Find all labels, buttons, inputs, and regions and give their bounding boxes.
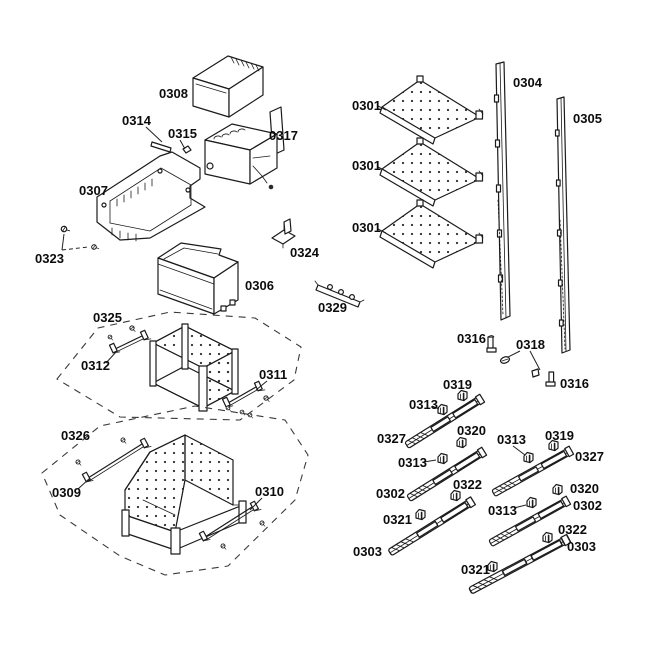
part-label-0321-left: 0321 <box>383 512 412 527</box>
part-0322-clip-left <box>450 489 461 502</box>
part-label-0329: 0329 <box>318 300 347 315</box>
part-label-0324: 0324 <box>290 245 320 260</box>
part-0301-shelf-3 <box>379 199 484 269</box>
part-label-0327-left: 0327 <box>377 431 406 446</box>
part-label-0320-right: 0320 <box>570 481 599 496</box>
part-label-0322-left: 0322 <box>453 477 482 492</box>
part-label-0326: 0326 <box>61 428 90 443</box>
part-0310-rail <box>198 405 266 550</box>
part-label-0319-right: 0319 <box>545 428 574 443</box>
part-label-0302-right: 0302 <box>573 498 602 513</box>
part-0313-clip-right-1 <box>523 451 534 464</box>
part-0301-shelf-2 <box>379 137 484 207</box>
part-label-0325: 0325 <box>93 310 122 325</box>
part-label-0311: 0311 <box>259 367 287 382</box>
part-label-0305: 0305 <box>573 111 602 126</box>
part-label-0303-left: 0303 <box>353 544 382 559</box>
part-0313-clip-right-2 <box>526 496 537 509</box>
part-0324-bracket <box>271 218 296 249</box>
part-0308-cover <box>192 55 264 118</box>
part-label-0323: 0323 <box>35 251 64 266</box>
part-0329-bar <box>314 280 365 308</box>
part-0322-clip-right <box>542 531 553 544</box>
group-0326-outline <box>41 405 309 576</box>
part-0311-rail <box>221 379 270 416</box>
icemaker-plug <box>268 184 274 190</box>
part-0316-bracket-a <box>486 335 497 353</box>
part-label-0318: 0318 <box>516 337 545 352</box>
part-labels: 0308 0314 0315 0317 0307 0323 0324 0306 … <box>35 75 604 577</box>
cover-hatch <box>230 56 260 72</box>
part-upper-basket <box>149 323 239 412</box>
part-label-0303-right: 0303 <box>567 539 596 554</box>
part-0317-icemaker <box>204 106 285 190</box>
part-0305-rail <box>554 96 571 354</box>
leader-lines <box>145 126 186 150</box>
part-0306-bin <box>157 242 239 315</box>
part-0323-screws <box>59 224 100 252</box>
part-label-0304: 0304 <box>513 75 543 90</box>
part-label-0301-3: 0301 <box>352 220 381 235</box>
part-lower-basket <box>121 434 247 555</box>
part-0307-frame <box>96 151 206 242</box>
part-0301-shelf-1 <box>379 75 484 145</box>
part-label-0302-left: 0302 <box>376 486 405 501</box>
part-label-0317: 0317 <box>269 128 298 143</box>
part-label-0320-left: 0320 <box>457 423 486 438</box>
part-label-0312: 0312 <box>81 358 110 373</box>
frame-hatch <box>111 178 153 242</box>
part-0320-clip-right <box>552 483 563 496</box>
part-0315-clip <box>182 145 192 154</box>
part-label-0314: 0314 <box>122 113 152 128</box>
part-label-0315: 0315 <box>168 126 197 141</box>
part-label-0322-right: 0322 <box>558 522 587 537</box>
part-0313-clip-left-2 <box>437 452 448 465</box>
part-0320-clip-left <box>456 436 467 449</box>
part-0313-clip-left-1 <box>437 403 448 416</box>
part-label-0308: 0308 <box>159 86 188 101</box>
part-0304-rail <box>493 61 511 321</box>
group-0325-outline <box>56 311 302 421</box>
part-0309-rail <box>75 436 152 490</box>
part-label-0306: 0306 <box>245 278 274 293</box>
part-0318-grommet <box>499 356 511 364</box>
part-label-0316-b: 0316 <box>560 376 589 391</box>
part-label-0319-left: 0319 <box>443 377 472 392</box>
part-0321-clip-left <box>415 508 426 521</box>
icemaker-wire <box>252 165 268 184</box>
part-label-0307: 0307 <box>79 183 108 198</box>
part-label-0313-right-2: 0313 <box>488 503 517 518</box>
part-label-0313-left-1: 0313 <box>409 397 438 412</box>
part-0312-rail <box>105 325 152 364</box>
part-label-0327-right: 0327 <box>575 449 604 464</box>
part-0314-strip <box>150 141 172 153</box>
part-label-0301-2: 0301 <box>352 158 381 173</box>
part-0316-bracket-b <box>531 368 556 387</box>
part-label-0313-left-2: 0313 <box>398 455 427 470</box>
part-label-0301-1: 0301 <box>352 98 381 113</box>
part-label-0309: 0309 <box>52 485 81 500</box>
part-label-0310: 0310 <box>255 484 284 499</box>
part-label-0316-a: 0316 <box>457 331 486 346</box>
part-label-0321-right: 0321 <box>461 562 490 577</box>
part-0319-clip-left <box>457 389 468 402</box>
part-label-0313-right-1: 0313 <box>497 432 526 447</box>
